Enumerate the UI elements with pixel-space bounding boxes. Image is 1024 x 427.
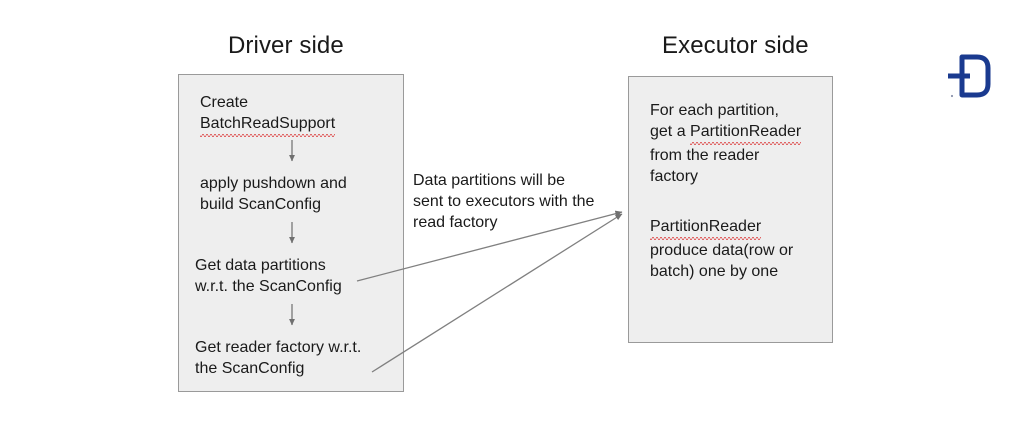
executor-para-0-line2-prefix: get a bbox=[650, 123, 691, 140]
d-plus-logo-icon bbox=[948, 54, 991, 98]
driver-step-get-reader-factory: Get reader factory w.r.t. the ScanConfig bbox=[195, 339, 362, 377]
driver-step-apply-pushdown: apply pushdown and build ScanConfig bbox=[200, 175, 347, 213]
driver-side-title: Driver side bbox=[228, 32, 344, 59]
executor-paragraph-get-partitionreader: For each partition, get a PartitionReader… bbox=[650, 100, 802, 187]
executor-side-title: Executor side bbox=[662, 32, 809, 59]
driver-step-0-line1: Create bbox=[200, 94, 249, 111]
executor-para-1-misspelled-term: PartitionReader bbox=[650, 216, 762, 240]
driver-step-get-data-partitions: Get data partitions w.r.t. the ScanConfi… bbox=[195, 257, 342, 295]
executor-side-panel bbox=[628, 76, 833, 343]
executor-para-0-line1: For each partition, bbox=[650, 102, 779, 119]
executor-para-1-line3: batch) one by one bbox=[650, 263, 779, 280]
driver-step-create-batchreadsupport: Create BatchReadSupport bbox=[200, 92, 336, 137]
flow-note-text: Data partitions will be sent to executor… bbox=[413, 172, 595, 231]
executor-para-0-line3: from the reader bbox=[650, 147, 760, 164]
driver-step-0-misspelled-term: BatchReadSupport bbox=[200, 113, 336, 137]
executor-paragraph-produce-data: PartitionReader produce data(row or batch)… bbox=[650, 216, 793, 282]
executor-para-0-misspelled-term: PartitionReader bbox=[690, 121, 802, 145]
executor-para-1-line2: produce data(row or bbox=[650, 242, 794, 259]
executor-para-0-line4: factory bbox=[650, 168, 699, 185]
driver-to-executor-arrow-2 bbox=[371, 213, 623, 373]
